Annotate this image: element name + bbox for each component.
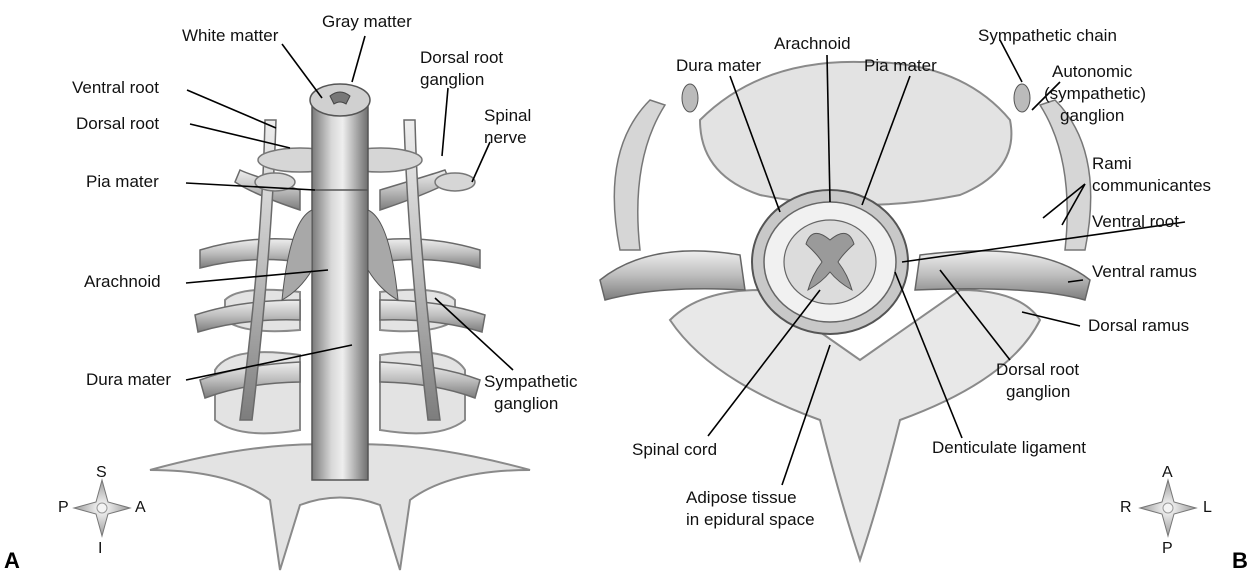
- label-sympathetic-ganglion-a-1: Sympathetic: [484, 372, 578, 392]
- label-gray-matter: Gray matter: [322, 12, 412, 32]
- label-dura-mater-a: Dura mater: [86, 370, 171, 390]
- label-adipose-2: in epidural space: [686, 510, 815, 530]
- label-rami-2: communicantes: [1092, 176, 1211, 196]
- compass-a-top: S: [96, 464, 107, 482]
- vertebral-body: [700, 62, 1011, 205]
- label-ventral-ramus: Ventral ramus: [1092, 262, 1197, 282]
- compass-b-left: R: [1120, 499, 1132, 517]
- label-dorsal-root-ganglion-a-1: Dorsal root: [420, 48, 503, 68]
- label-arachnoid-b: Arachnoid: [774, 34, 851, 54]
- label-sympathetic-chain: Sympathetic chain: [978, 26, 1117, 46]
- label-pia-mater-a: Pia mater: [86, 172, 159, 192]
- label-denticulate-ligament: Denticulate ligament: [932, 438, 1086, 458]
- compass-a-bottom: I: [98, 540, 102, 558]
- label-autonomic-1: Autonomic: [1052, 62, 1132, 82]
- label-autonomic-3: ganglion: [1060, 106, 1124, 126]
- label-dorsal-ramus: Dorsal ramus: [1088, 316, 1189, 336]
- spinal-cord-column: [312, 100, 368, 480]
- label-dorsal-root-ganglion-b-2: ganglion: [1006, 382, 1070, 402]
- compass-b-bottom: P: [1162, 540, 1173, 558]
- label-adipose-1: Adipose tissue: [686, 488, 797, 508]
- label-dorsal-root-ganglion-b-1: Dorsal root: [996, 360, 1079, 380]
- label-pia-mater-b: Pia mater: [864, 56, 937, 76]
- compass-a: [74, 480, 130, 536]
- panel-a-illustration: [150, 84, 530, 570]
- label-ventral-root-a: Ventral root: [72, 78, 159, 98]
- panel-letter-b: B: [1232, 548, 1248, 574]
- compass-a-right: A: [135, 499, 146, 517]
- compass-b: [1140, 480, 1196, 536]
- label-spinal-nerve-1: Spinal: [484, 106, 531, 126]
- compass-a-left: P: [58, 499, 69, 517]
- label-dura-mater-b: Dura mater: [676, 56, 761, 76]
- label-rami-1: Rami: [1092, 154, 1132, 174]
- label-spinal-cord: Spinal cord: [632, 440, 717, 460]
- compass-b-top: A: [1162, 464, 1173, 482]
- label-dorsal-root-ganglion-a-2: ganglion: [420, 70, 484, 90]
- label-ventral-root-b: Ventral root: [1092, 212, 1179, 232]
- label-autonomic-2: (sympathetic): [1044, 84, 1146, 104]
- cross-section-top: [310, 84, 370, 116]
- panel-b-illustration: [600, 62, 1091, 560]
- label-spinal-nerve-2: nerve: [484, 128, 527, 148]
- label-sympathetic-ganglion-a-2: ganglion: [494, 394, 558, 414]
- label-arachnoid-a: Arachnoid: [84, 272, 161, 292]
- panel-letter-a: A: [4, 548, 20, 574]
- label-dorsal-root-a: Dorsal root: [76, 114, 159, 134]
- label-white-matter: White matter: [182, 26, 278, 46]
- compass-b-right: L: [1203, 499, 1212, 517]
